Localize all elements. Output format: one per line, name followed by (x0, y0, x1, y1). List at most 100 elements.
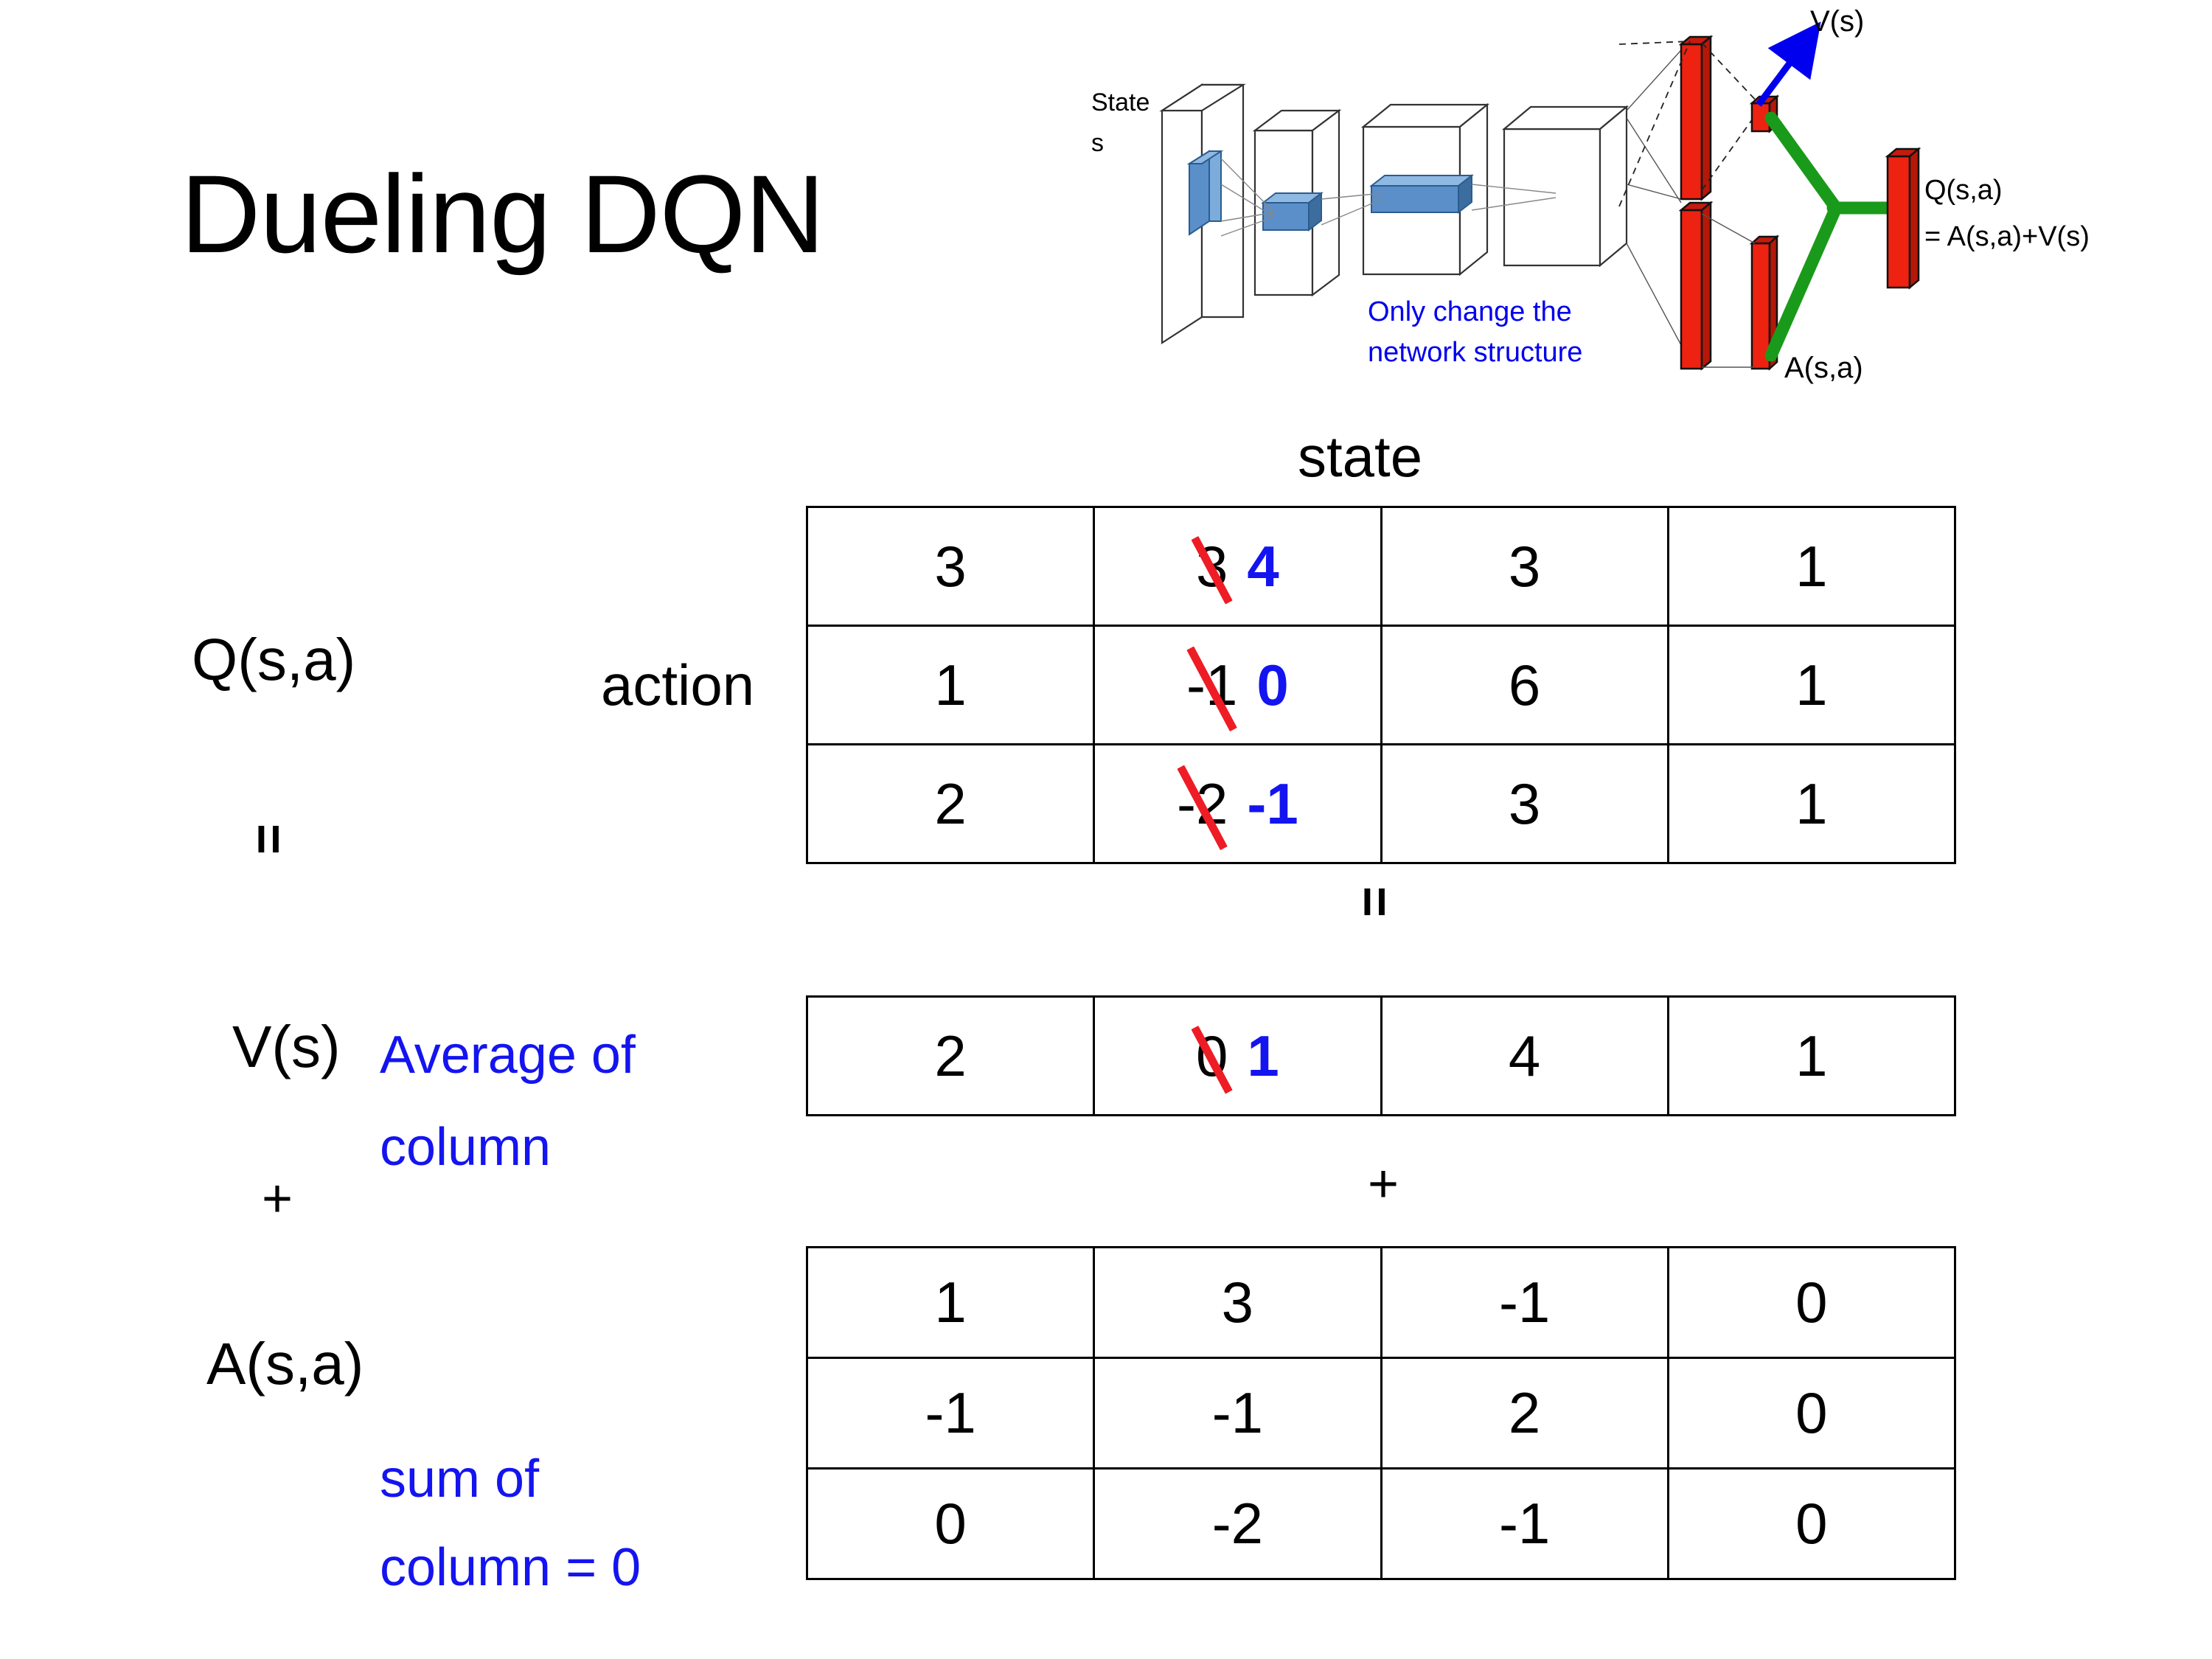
struck-old-value: -1 (1186, 652, 1238, 717)
state-axis-label: state (1298, 424, 1423, 489)
a-cell-r1c3: 0 (1666, 1357, 1957, 1470)
q-cell-r0c1: 3 4 (1093, 506, 1382, 627)
a-function-label: A(s,a) (206, 1331, 364, 1397)
diagram-state-label-line1: State (1091, 88, 1150, 116)
diagram-state-label-line2: s (1091, 129, 1104, 157)
q-cell-r0c2: 3 (1380, 506, 1669, 627)
equals-sign-left: = (239, 811, 298, 864)
cell-value: 2 (934, 771, 967, 836)
diagram-note-line2: network structure (1368, 337, 1582, 368)
action-axis-label: action (601, 653, 755, 717)
cell-value: 6 (1508, 652, 1541, 717)
plus-sign-between-tables: + (1368, 1155, 1399, 1214)
conv-feature-1-icon (1261, 191, 1324, 232)
cell-value: 4 (1508, 1023, 1541, 1088)
corrected-new-value: -1 (1247, 771, 1298, 836)
q-output-bar-icon (1885, 147, 1921, 290)
page-title: Dueling DQN (181, 152, 825, 276)
table-row: 3 3 4 3 1 (805, 506, 1957, 627)
dueling-network-diagram: State s Only change the network structur… (1091, 0, 2212, 413)
a-cell-r0c0: 1 (805, 1246, 1096, 1359)
a-cell-r1c2: 2 (1380, 1357, 1669, 1470)
stream-split-lines (1626, 49, 1682, 346)
corrected-cell: 0 1 (1196, 1023, 1279, 1090)
q-cell-r1c1: -1 0 (1093, 625, 1382, 745)
q-value-table: 3 3 4 3 1 1 -1 0 (805, 506, 1957, 864)
struck-old-value: -2 (1177, 771, 1228, 836)
sum-merge-connector-icon (1764, 111, 1896, 362)
v-function-label: V(s) (232, 1014, 341, 1079)
v-cell-c2: 4 (1380, 995, 1669, 1116)
q-cell-r2c3: 1 (1666, 743, 1957, 864)
value-stream-bar-icon (1678, 35, 1714, 201)
diagram-q-label-line1: Q(s,a) (1924, 175, 2003, 206)
table-row: -1 -1 2 0 (805, 1357, 1957, 1470)
cell-value: 2 (934, 1023, 967, 1088)
advantage-value-table: 1 3 -1 0 -1 -1 2 0 (805, 1246, 1957, 1580)
corrected-cell: 3 4 (1196, 533, 1279, 600)
value-output-arrow-icon (1756, 21, 1821, 107)
cell-value: 0 (934, 1491, 967, 1556)
cell-value: -2 (1211, 1491, 1264, 1556)
cell-value: -1 (1498, 1270, 1551, 1335)
table-row: 2 -2 -1 3 1 (805, 743, 1957, 864)
average-of-column-note-line1: Average of (380, 1026, 636, 1085)
struck-old-value: 3 (1195, 533, 1228, 599)
a-cell-r1c1: -1 (1093, 1357, 1382, 1470)
a-cell-r2c3: 0 (1666, 1467, 1957, 1580)
table-row: 2 0 1 4 1 (805, 995, 1957, 1116)
equals-sign-between-tables: = (1345, 874, 1404, 927)
a-cell-r2c2: -1 (1380, 1467, 1669, 1580)
cell-value: 2 (1508, 1380, 1541, 1445)
a-cell-r2c0: 0 (805, 1467, 1096, 1580)
cell-value: 3 (1508, 533, 1541, 599)
cell-value: 1 (934, 652, 967, 717)
cell-value: 1 (1795, 533, 1828, 599)
input-plane-icon (1159, 83, 1246, 345)
cell-value: 1 (1795, 1023, 1828, 1088)
table-row: 1 3 -1 0 (805, 1246, 1957, 1359)
q-cell-r2c1: -2 -1 (1093, 743, 1382, 864)
conv-block-3-icon (1501, 105, 1630, 268)
q-cell-r1c3: 1 (1666, 625, 1957, 745)
table-row: 1 -1 0 6 1 (805, 625, 1957, 745)
cell-value: 3 (934, 533, 967, 599)
struck-old-value: 0 (1195, 1023, 1228, 1088)
cell-value: 0 (1795, 1270, 1828, 1335)
cell-value: 1 (1795, 771, 1828, 836)
q-cell-r1c2: 6 (1380, 625, 1669, 745)
cell-value: 1 (934, 1270, 967, 1335)
cell-value: -1 (925, 1380, 976, 1445)
average-of-column-note-line2: column (380, 1118, 552, 1177)
diagram-value-label: V(s) (1810, 5, 1864, 38)
corrected-new-value: 4 (1247, 533, 1279, 599)
corrected-new-value: 0 (1256, 652, 1289, 717)
a-cell-r2c1: -2 (1093, 1467, 1382, 1580)
cell-value: 1 (1795, 652, 1828, 717)
q-function-label: Q(s,a) (192, 627, 356, 692)
table-row: 0 -2 -1 0 (805, 1467, 1957, 1580)
plus-sign-left: + (262, 1169, 293, 1228)
q-cell-r0c3: 1 (1666, 506, 1957, 627)
sum-of-column-note-line1: sum of (380, 1450, 540, 1509)
cell-value: 0 (1795, 1380, 1828, 1445)
corrected-cell: -2 -1 (1177, 771, 1298, 838)
a-cell-r0c1: 3 (1093, 1246, 1382, 1359)
equals-glyph: = (1345, 886, 1405, 915)
q-cell-r0c0: 3 (805, 506, 1096, 627)
layer-connection-lines (1220, 158, 1557, 237)
q-cell-r2c0: 2 (805, 743, 1096, 864)
equals-glyph: = (239, 823, 299, 852)
diagram-q-label-line2: = A(s,a)+V(s) (1924, 221, 2090, 252)
receptive-field-icon (1186, 150, 1224, 236)
diagram-note-line1: Only change the (1368, 296, 1572, 327)
q-cell-r2c2: 3 (1380, 743, 1669, 864)
v-cell-c1: 0 1 (1093, 995, 1382, 1116)
cell-value: -1 (1498, 1491, 1551, 1556)
q-cell-r1c0: 1 (805, 625, 1096, 745)
a-cell-r0c2: -1 (1380, 1246, 1669, 1359)
a-cell-r1c0: -1 (805, 1357, 1096, 1470)
diagram-advantage-label: A(s,a) (1784, 352, 1863, 384)
corrected-new-value: 1 (1247, 1023, 1279, 1088)
